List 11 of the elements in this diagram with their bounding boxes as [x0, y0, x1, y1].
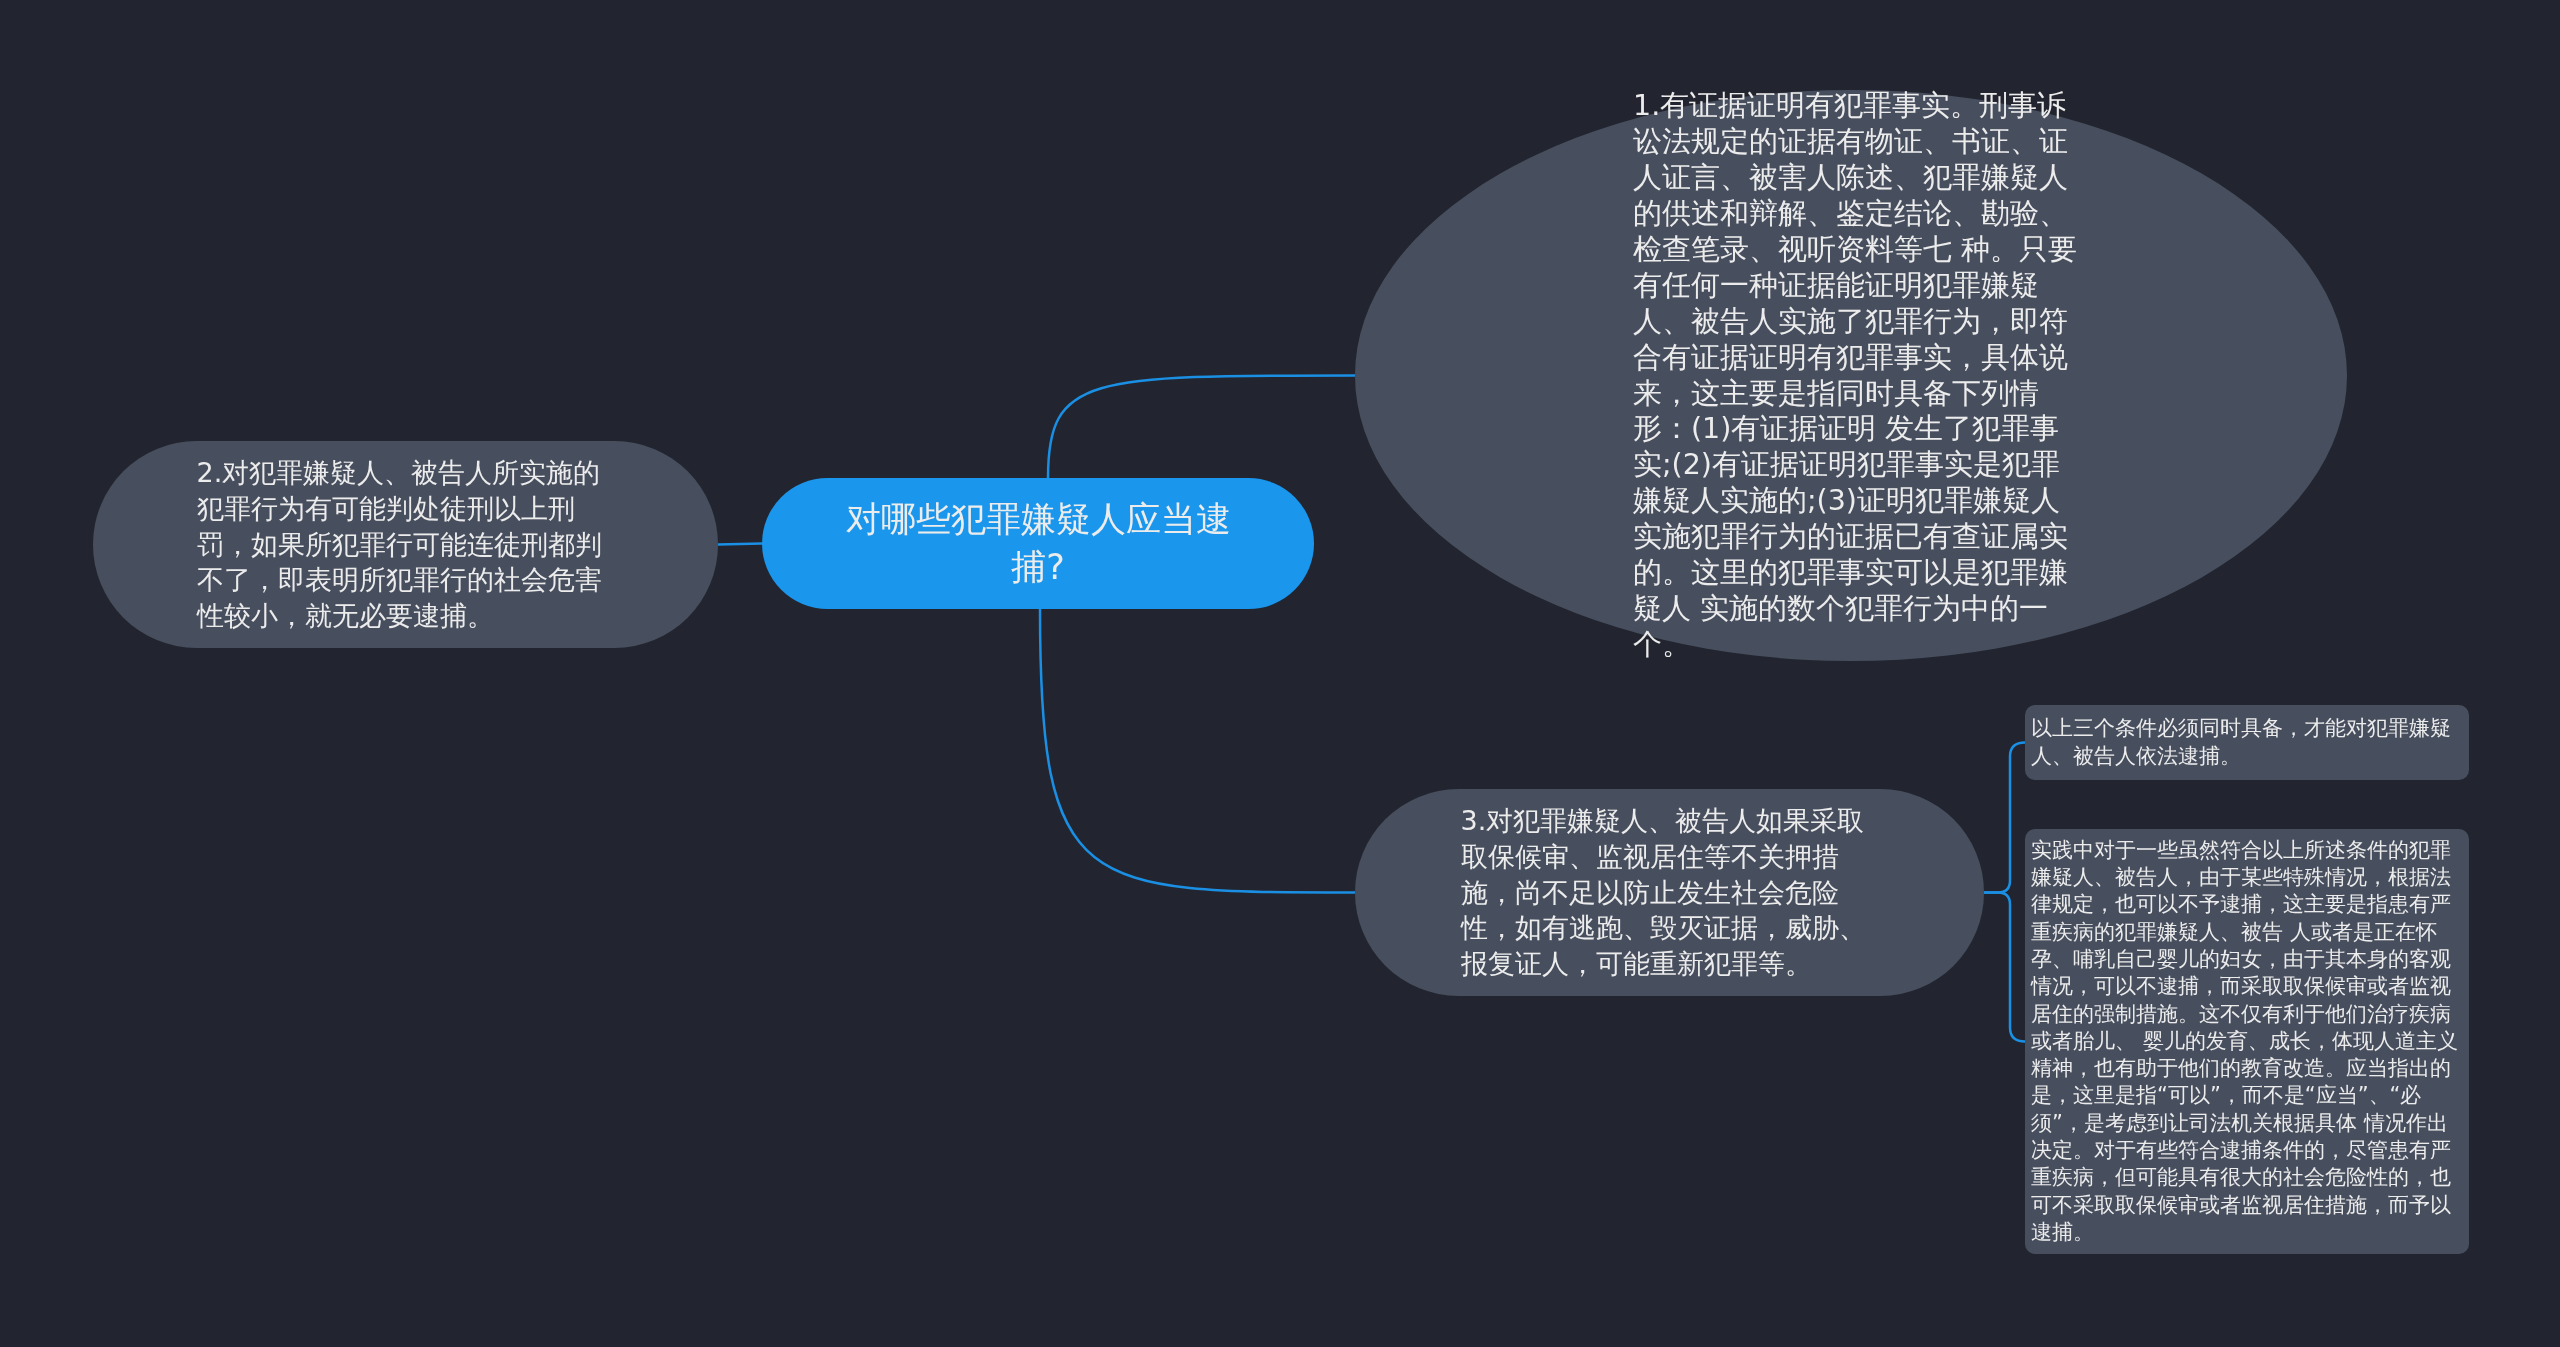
topic-title: 对哪些犯罪嫌疑人应当逮捕?: [844, 498, 1232, 589]
note-card: [2025, 705, 2469, 780]
topic-text: 2.对犯罪嫌疑人、被告人所实施的犯罪行为有可能判处徒刑以上刑罚，如果所犯罪行可能连徒刑都判不了，即表明所犯罪行的社会危害性较小，就无必要逮捕。: [196, 455, 603, 634]
topic-text: 3.对犯罪嫌疑人、被告人如果采取取保候审、监视居住等不关押措施，尚不足以防止发生社会危险性，如有逃跑、毁灭证据，威胁、报复证人，可能重新犯罪等。: [1460, 803, 1867, 982]
topic-text: 1.有证据证明有犯罪事实。刑事诉讼法规定的证据有物证、书证、证人证言、被害人陈述、犯罪嫌疑人的供述和辩解、鉴定结论、勘验、检查笔录、视听资料等七 种。只要有任何一种证据能证明犯罪嫌疑人、被告人实施了犯罪行为，即符合有证据证明有犯罪事实，具体说来，这主要是指同时具备下列情形：(1)有证据证明 发生了犯罪事实;(2)有证据证明犯罪事实是犯罪嫌疑人实施的;(3)证明犯罪嫌疑人实施犯罪行为的证据已有查证属实的。这里的犯罪事实可以是犯罪嫌疑人 实施的数个犯罪行为中的一个。: [1633, 88, 2079, 663]
topic-text: 以上三个条件必须同时具备，才能对犯罪嫌疑人、被告人依法逮捕。: [2031, 715, 2452, 770]
topic-text: 实践中对于一些虽然符合以上所述条件的犯罪嫌疑人、被告人，由于某些特殊情况，根据法律规定，也可以不予逮捕，这主要是指患有严重疾病的犯罪嫌疑人、被告 人或者是正在怀孕、哺乳自己婴儿的妇女，由于其本身的客观情况，可以不逮捕，而采取取保候审或者监视居住的强制措施。这不仅有利于他们治疗疾病或者胎儿、 婴儿的发育、成长，体现人道主义精神，也有助于他们的教育改造。应当指出的是，这里是指“可以”，而不是“应当”、“必须”，是考虑到让司法机关根据具体 情况作出决定。对于有些符合逮捕条件的，尽管患有严重疾病，但可能具有很大的社会危险性的，也可不采取取保候审或者监视居住措施，而予以逮捕。: [2031, 836, 2459, 1246]
connector: [1038, 609, 1355, 894]
connector: [1046, 374, 1355, 479]
connector: [717, 542, 763, 546]
connector: [1984, 891, 2026, 1043]
